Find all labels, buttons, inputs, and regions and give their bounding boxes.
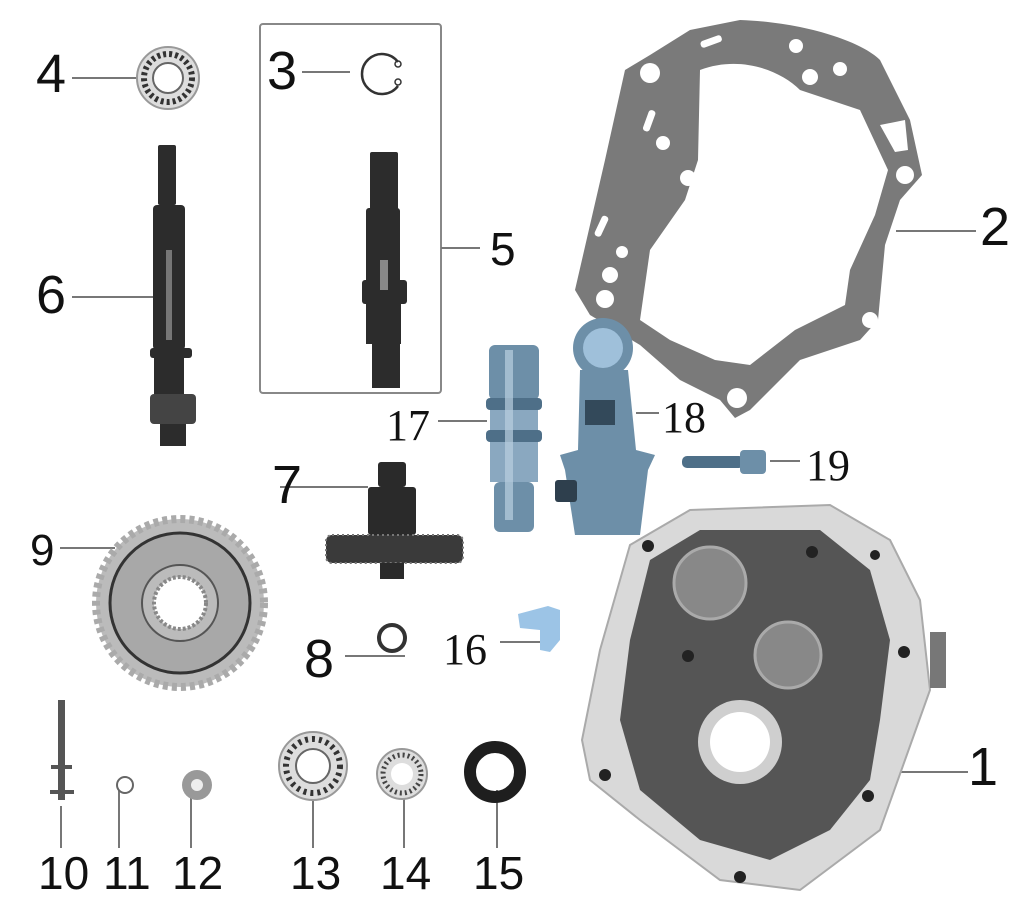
label-10: 10 [38, 847, 90, 899]
label-16: 16 [443, 625, 487, 674]
part-19-bolt [682, 450, 766, 474]
part-13-bearing [278, 731, 348, 801]
label-12: 12 [172, 847, 224, 899]
label-1: 1 [968, 737, 999, 797]
label-2: 2 [980, 197, 1011, 257]
label-5: 5 [490, 223, 516, 275]
assembly-box-5 [259, 23, 442, 394]
part-8-washer [377, 623, 407, 653]
part-2-gasket [575, 20, 922, 418]
label-4: 4 [36, 44, 67, 104]
part-16-clip [518, 606, 560, 652]
part-17-shaft [486, 345, 542, 532]
part-14-bearing [376, 748, 428, 800]
part-7-gear [325, 462, 464, 579]
label-19: 19 [806, 441, 850, 490]
part-3-circlip [360, 52, 402, 96]
part-12-bushing [182, 770, 212, 800]
label-15: 15 [473, 847, 525, 899]
part-4-bearing [136, 46, 200, 110]
label-9: 9 [30, 526, 55, 575]
label-17: 17 [386, 401, 430, 450]
part-18-lever [555, 318, 655, 535]
part-5-shaft [362, 152, 407, 388]
label-13: 13 [290, 847, 342, 899]
label-7: 7 [272, 455, 303, 515]
label-8: 8 [304, 629, 335, 689]
label-11: 11 [103, 847, 151, 899]
label-14: 14 [380, 847, 432, 899]
label-6: 6 [36, 265, 67, 325]
leader-lines [60, 71, 976, 848]
label-3: 3 [267, 41, 298, 101]
part-1-case [580, 503, 946, 892]
part-15-oil-seal [464, 741, 526, 803]
label-18: 18 [662, 393, 706, 442]
part-6-shaft [150, 145, 196, 446]
part-9-gear [92, 515, 268, 691]
part-10-shaft [50, 700, 74, 800]
part-11-o-ring [116, 776, 134, 794]
